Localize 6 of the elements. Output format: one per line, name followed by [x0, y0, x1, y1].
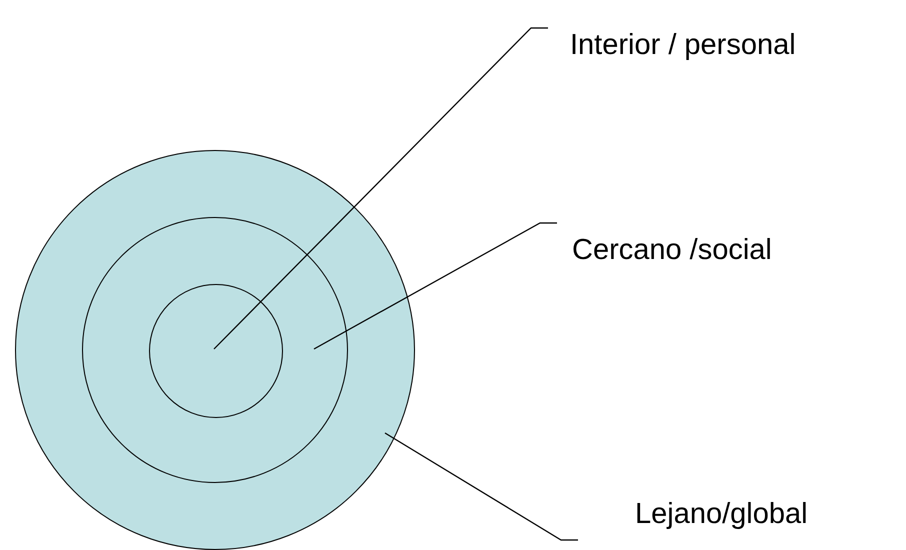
leader-line — [384, 432, 578, 541]
zone-label: Lejano/global — [635, 497, 808, 531]
leader-line — [314, 222, 557, 350]
zone-label: Interior / personal — [570, 28, 796, 62]
zone-label: Cercano /social — [572, 233, 772, 267]
leader-line — [214, 27, 548, 350]
